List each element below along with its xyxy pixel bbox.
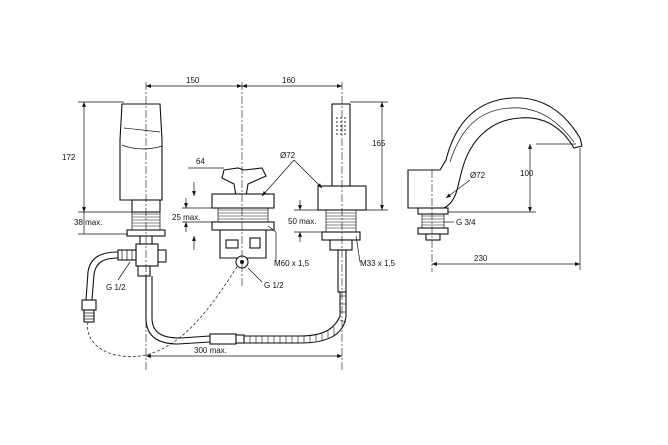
dim-dia-72-center: Ø72 (280, 151, 296, 160)
dim-150: 150 (186, 76, 200, 85)
dim-dia-72-spout: Ø72 (470, 171, 486, 180)
dim-230: 230 (474, 254, 488, 263)
dim-165: 165 (372, 139, 386, 148)
center-diverter (211, 167, 275, 269)
bath-spout (407, 97, 583, 241)
thread-m60: M60 x 1,5 (274, 259, 310, 268)
thread-g-three-quarter: G 3/4 (456, 218, 476, 227)
thread-m33: M33 x 1,5 (360, 259, 396, 268)
left-hose (81, 251, 119, 323)
dim-300-max: 300 max. (194, 346, 227, 355)
dim-100: 100 (520, 169, 534, 178)
dim-50-max: 50 max. (288, 217, 316, 226)
thread-g-half-left: G 1/2 (106, 283, 126, 292)
dim-25-max: 25 max. (172, 213, 200, 222)
dim-160: 160 (282, 76, 296, 85)
swing-path (87, 261, 241, 357)
thread-g-half-center: G 1/2 (264, 281, 284, 290)
left-valve (117, 243, 167, 277)
lever-handle (119, 103, 166, 245)
dim-64: 64 (196, 157, 205, 166)
bottom-hose (145, 276, 347, 345)
dim-172: 172 (62, 153, 76, 162)
dim-38-max: 38 max. (74, 218, 102, 227)
